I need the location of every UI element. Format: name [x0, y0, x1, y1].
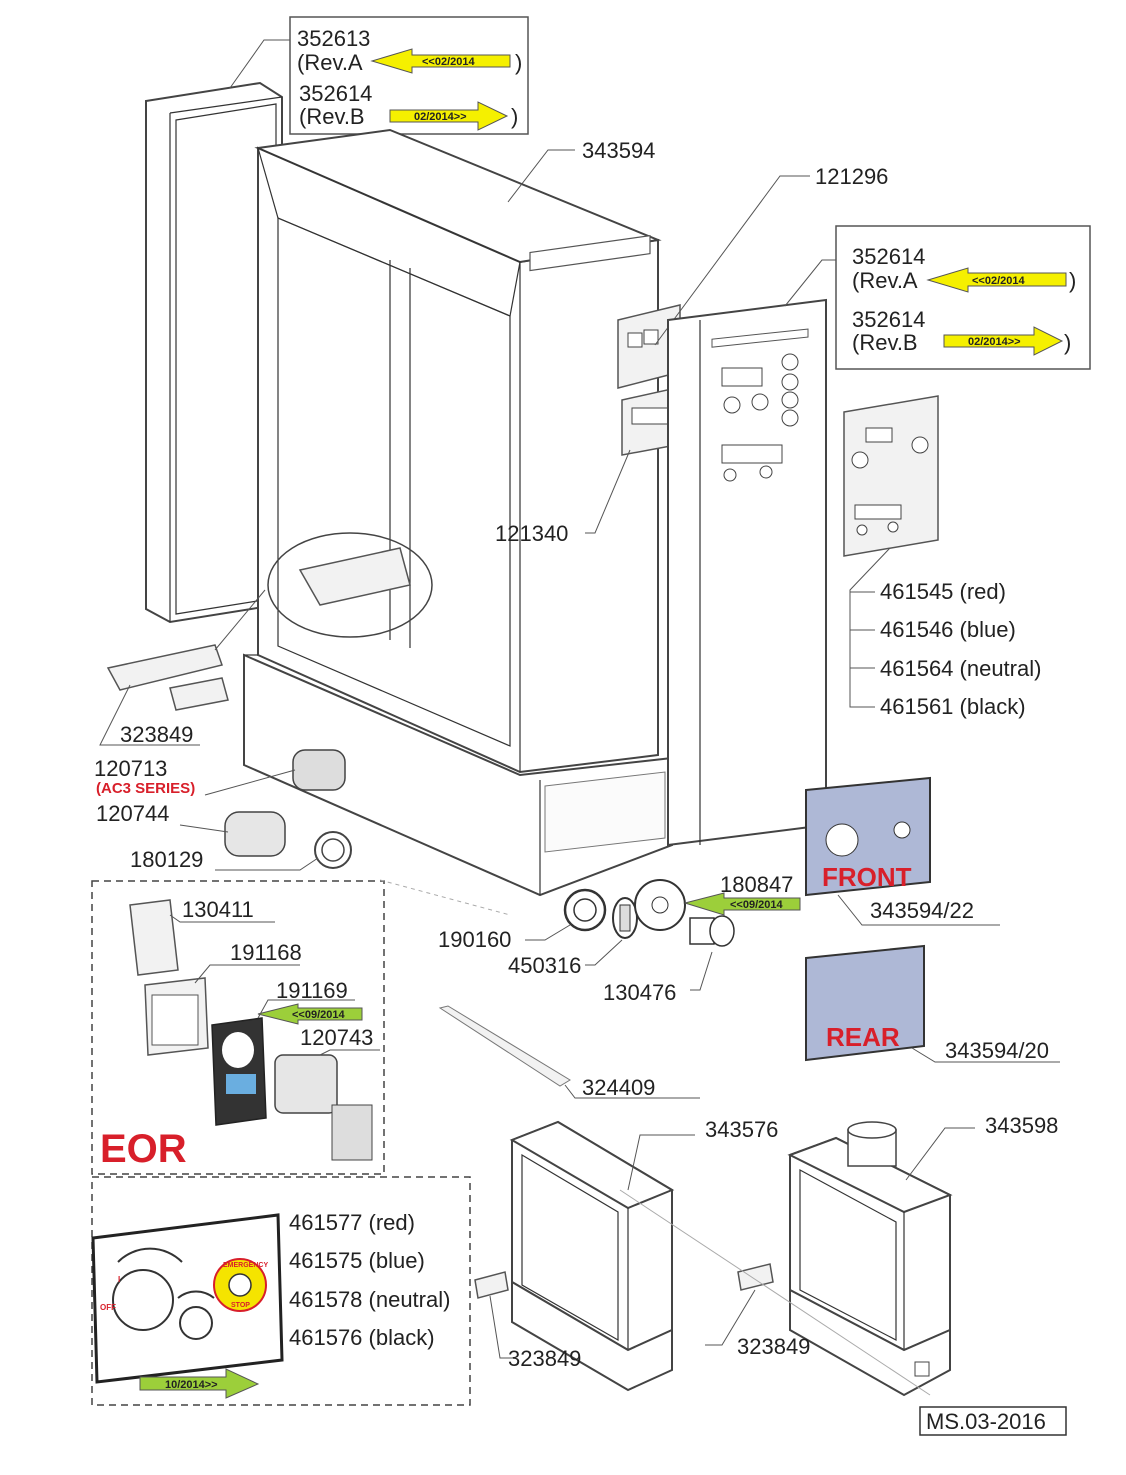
eor-box — [91, 880, 385, 1175]
label-191169-date: <<09/2014 — [292, 1009, 345, 1021]
document-code: MS.03-2016 — [919, 1406, 1067, 1436]
callout-box-352614: 352614 (Rev.A <<02/2014 ) 352614 (Rev.B … — [835, 225, 1091, 370]
strip-324409 — [438, 1005, 700, 1099]
label-off: OFF — [100, 1303, 116, 1312]
yellow-right-arrow-icon — [389, 101, 509, 131]
label-352613: 352613 — [297, 26, 370, 51]
decal-panel — [843, 395, 939, 708]
control-board — [585, 175, 810, 534]
front-plate: FRONT — [805, 776, 1000, 926]
label-461546: 461546 (blue) — [880, 617, 1016, 642]
yellow-left-arrow-icon — [926, 267, 1067, 293]
label-estop-top: EMERGENCY — [223, 1262, 268, 1269]
callout-box-352613: 352613 (Rev.A <<02/2014 ) 352614 (Rev.B … — [289, 16, 529, 135]
bracket-323849-top — [99, 589, 266, 746]
front-control-panel — [667, 259, 836, 847]
label-eor: EOR — [100, 1127, 187, 1171]
nut-180129 — [215, 831, 352, 871]
label-ac3-series: (AC3 SERIES) — [96, 780, 195, 797]
main-frame — [243, 128, 673, 897]
label-343594-22: 343594/22 — [870, 898, 974, 923]
label-352614-c-date: 02/2014>> — [968, 336, 1021, 348]
label-180847: 180847 — [720, 872, 793, 897]
label-352614-c-rev: (Rev.B — [852, 330, 918, 355]
label-180847-date: <<09/2014 — [730, 899, 783, 911]
label-461575: 461575 (blue) — [289, 1248, 425, 1273]
label-461561: 461561 (black) — [880, 694, 1026, 719]
label-rear: REAR — [826, 1022, 900, 1052]
label-190160: 190160 — [438, 927, 511, 952]
label-323849-a: 323849 — [508, 1346, 581, 1371]
label-191168: 191168 — [230, 940, 302, 965]
label-bottom-date: 10/2014>> — [165, 1379, 218, 1391]
close-paren-2: ) — [511, 104, 518, 129]
label-461578: 461578 (neutral) — [289, 1287, 450, 1312]
cabinet-343598 — [787, 1121, 975, 1397]
bracket-323849-b — [705, 1263, 774, 1346]
label-180129: 180129 — [130, 847, 203, 872]
green-left-arrow-icon — [683, 892, 801, 916]
label-352614-b-date: <<02/2014 — [972, 275, 1025, 287]
label-121296: 121296 — [815, 164, 888, 189]
label-461545: 461545 (red) — [880, 579, 1006, 604]
label-352614-a-rev: (Rev.B — [299, 104, 365, 129]
knob-190160 — [525, 888, 607, 941]
label-352614-b: 352614 — [852, 244, 925, 269]
label-343576: 343576 — [705, 1117, 778, 1142]
cabinet-343576 — [509, 1120, 695, 1392]
bracket-323849-a — [474, 1271, 512, 1359]
label-120744: 120744 — [96, 801, 169, 826]
label-343598: 343598 — [985, 1113, 1058, 1138]
green-right-arrow-icon — [139, 1368, 260, 1399]
knob-450316 — [585, 897, 638, 966]
label-323849-b: 323849 — [737, 1334, 810, 1359]
yellow-left-arrow-icon — [370, 48, 511, 74]
label-461564: 461564 (neutral) — [880, 656, 1041, 681]
label-doc-code: MS.03-2016 — [926, 1409, 1046, 1434]
label-352614-b-rev: (Rev.A — [852, 268, 918, 293]
label-352614-a: 352614 — [299, 81, 372, 106]
rear-plate: REAR — [805, 944, 1060, 1063]
label-461576: 461576 (black) — [289, 1325, 435, 1350]
plate-ring — [634, 879, 686, 931]
label-352613-date: <<02/2014 — [422, 56, 475, 68]
label-120743: 120743 — [300, 1025, 373, 1050]
lamp-130476 — [689, 915, 735, 991]
switch-120713 — [204, 749, 346, 796]
label-121340: 121340 — [495, 521, 568, 546]
label-130411: 130411 — [182, 897, 254, 922]
yellow-right-arrow-icon — [943, 326, 1064, 356]
label-324409: 324409 — [582, 1075, 655, 1100]
switch-120744 — [179, 811, 286, 857]
green-left-arrow-icon — [257, 1003, 363, 1025]
close-paren-4: ) — [1064, 330, 1071, 355]
label-343594-20: 343594/20 — [945, 1038, 1049, 1063]
label-343594: 343594 — [582, 138, 655, 163]
label-352613-rev: (Rev.A — [297, 50, 363, 75]
label-130476: 130476 — [603, 980, 676, 1005]
label-front: FRONT — [822, 862, 912, 892]
label-352614-a-date: 02/2014>> — [414, 111, 467, 123]
close-paren-1: ) — [515, 50, 522, 75]
label-estop-bottom: STOP — [231, 1302, 250, 1309]
label-323849-top: 323849 — [120, 722, 193, 747]
label-352614-c: 352614 — [852, 307, 925, 332]
label-120713: 120713 — [94, 756, 167, 781]
label-450316: 450316 — [508, 953, 581, 978]
label-191169: 191169 — [276, 978, 348, 1003]
label-on: I — [118, 1275, 120, 1284]
estop-decal-box: EMERGENCY STOP OFF I 10/2014>> — [91, 1176, 471, 1406]
close-paren-3: ) — [1069, 268, 1076, 293]
label-461577: 461577 (red) — [289, 1210, 415, 1235]
